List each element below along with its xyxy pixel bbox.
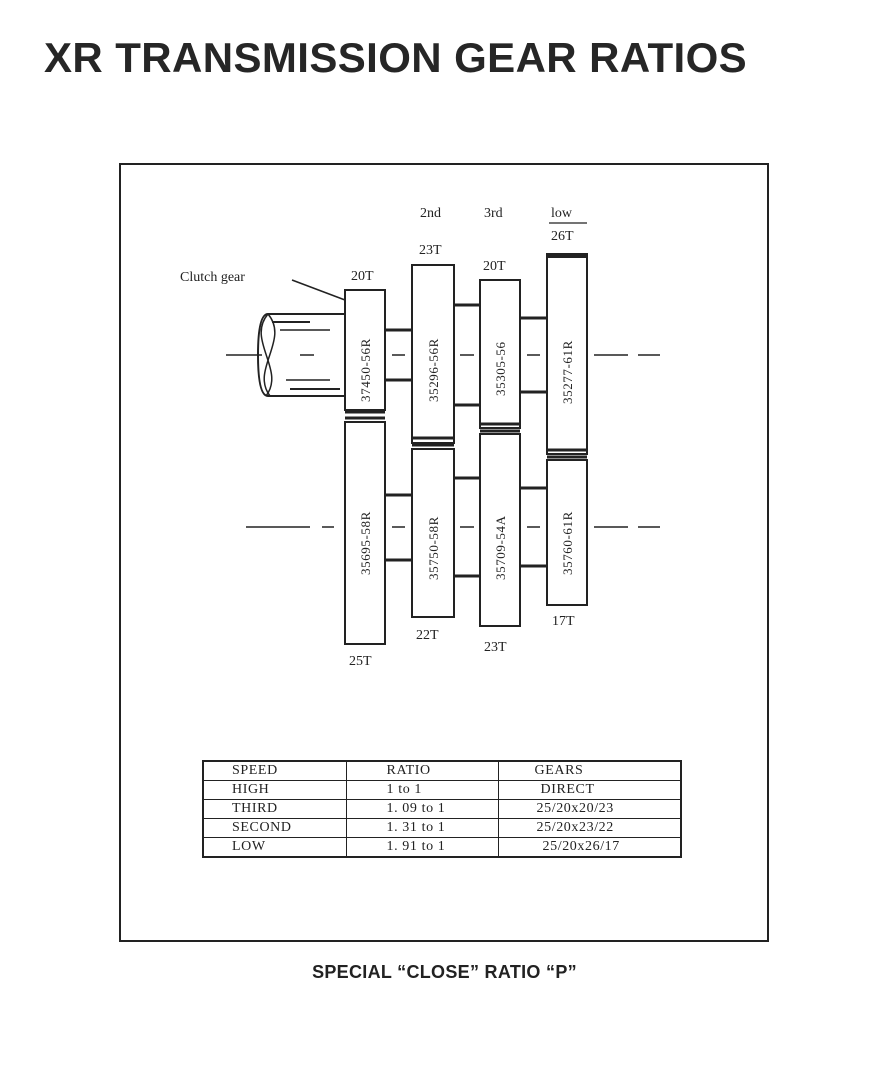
part-main-clutch: 37450-56R [358, 338, 373, 402]
cell-speed: LOW [202, 837, 347, 858]
teeth-low-top: 26T [551, 229, 574, 244]
gear-third-counter [479, 433, 521, 627]
teeth-counter-clutch-bottom: 25T [349, 654, 372, 669]
teeth-second-top: 23T [419, 243, 442, 258]
cell-ratio: 1. 31 to 1 [345, 818, 499, 838]
table-row: THIRD 1. 09 to 1 25/20x20/23 [202, 799, 682, 819]
cell-gears: DIRECT [497, 780, 682, 800]
cell-speed: SECOND [202, 818, 347, 838]
table-row: LOW 1. 91 to 1 25/20x26/17 [202, 837, 682, 858]
gear-second-counter [411, 448, 455, 618]
figure-caption: SPECIAL “CLOSE” RATIO “P” [312, 962, 577, 982]
gear-low-counter [546, 459, 588, 606]
table-row: HIGH 1 to 1 DIRECT [202, 780, 682, 800]
clutch-gear-label: Clutch gear [180, 270, 245, 285]
teeth-clutch-top: 20T [351, 269, 374, 284]
header-speed: SPEED [202, 760, 347, 781]
cell-ratio: 1 to 1 [345, 780, 499, 800]
cell-gears: 25/20x20/23 [497, 799, 682, 819]
clutch-gear-leader [291, 279, 346, 301]
teeth-second-bottom: 22T [416, 628, 439, 643]
part-counter-second: 35750-58R [426, 516, 441, 580]
teeth-third-top: 20T [483, 259, 506, 274]
speed-label-third: 3rd [484, 206, 503, 221]
cell-gears: 25/20x23/22 [497, 818, 682, 838]
gear-ratio-table: SPEED RATIO GEARS HIGH 1 to 1 DIRECT THI… [202, 760, 682, 858]
cell-gears: 25/20x26/17 [497, 837, 682, 858]
speed-label-second: 2nd [420, 206, 441, 221]
cell-speed: THIRD [202, 799, 347, 819]
gear-counter-clutch [344, 421, 386, 645]
gear-third-main [479, 279, 521, 429]
cell-speed: HIGH [202, 780, 347, 800]
part-main-third: 35305-56 [493, 341, 508, 396]
header-ratio: RATIO [345, 760, 499, 781]
teeth-low-bottom: 17T [552, 614, 575, 629]
part-counter-low: 35760-61R [560, 511, 575, 575]
part-counter-third: 35709-54A [493, 515, 508, 580]
diagram-frame [119, 163, 769, 942]
part-main-low: 35277-61R [560, 340, 575, 404]
part-counter-clutch: 35695-58R [358, 511, 373, 575]
table-header-row: SPEED RATIO GEARS [202, 760, 682, 781]
cell-ratio: 1. 09 to 1 [345, 799, 499, 819]
gear-second-main [411, 264, 455, 444]
cell-ratio: 1. 91 to 1 [345, 837, 499, 858]
header-gears: GEARS [497, 760, 682, 781]
table-row: SECOND 1. 31 to 1 25/20x23/22 [202, 818, 682, 838]
gear-clutch [344, 289, 386, 411]
page-title: XR TRANSMISSION GEAR RATIOS [44, 34, 748, 81]
speed-label-low: low [551, 206, 573, 221]
part-main-second: 35296-56R [426, 338, 441, 402]
teeth-third-bottom: 23T [484, 640, 507, 655]
